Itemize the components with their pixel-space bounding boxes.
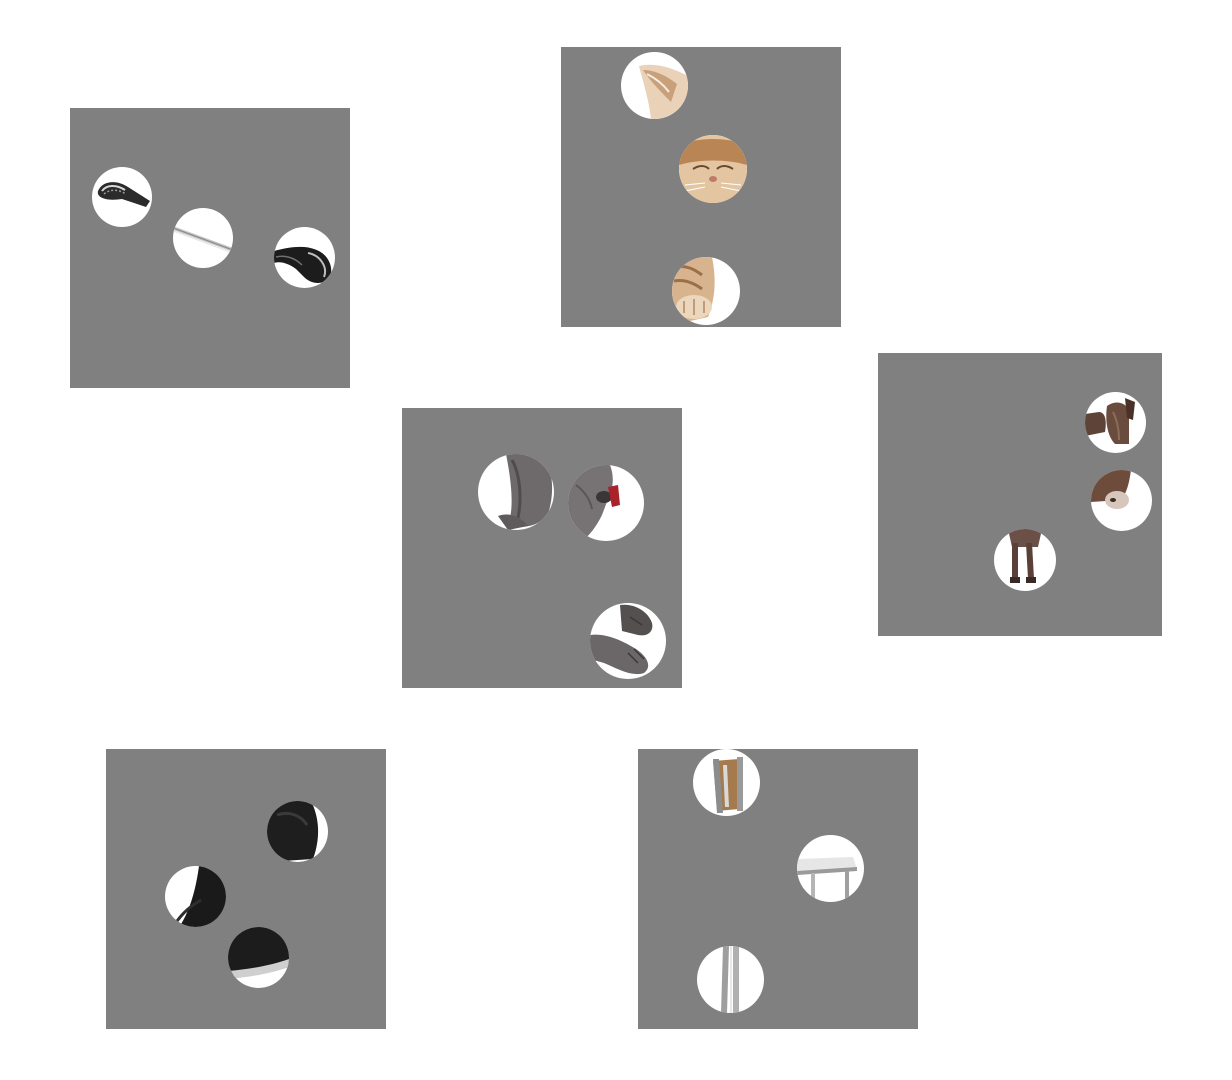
shoe-side-icon [173,866,226,927]
chair-back-icon [713,757,743,813]
chair-leg-disc[interactable] [697,946,764,1013]
shoe-sole-disc[interactable] [228,927,289,988]
donkey-ears-icon [1085,398,1135,444]
spoon-handle-disc[interactable] [173,208,233,268]
cat-ear-disc[interactable] [621,52,688,119]
chair-back-disc[interactable] [693,749,760,816]
chair-seat-disc[interactable] [797,835,864,902]
shoe-side-disc[interactable] [165,866,226,927]
donkey-legs-disc[interactable] [994,529,1056,591]
shoe-heel-icon [267,801,319,862]
shoe-sole-icon [228,927,289,979]
dog-ear-icon [498,454,553,530]
dog-nose-disc[interactable] [568,465,644,541]
spoon-handle-icon [173,226,233,254]
dog-paws-disc[interactable] [590,603,666,679]
cat-face-icon [679,135,747,203]
puzzle-panel-donkey [878,353,1162,636]
cat-face-disc[interactable] [679,135,747,203]
donkey-muzzle-icon [1091,470,1131,509]
cat-paw-icon [672,257,715,325]
chair-leg-icon [721,946,739,1013]
cat-paw-disc[interactable] [672,257,740,325]
cat-ear-icon [639,64,688,119]
dog-paws-icon [590,604,653,675]
puzzle-panel-spoon [70,108,350,388]
spoon-bowl-disc[interactable] [274,227,335,288]
puzzle-panel-dog [402,408,682,688]
spoon-tip-icon [97,182,150,207]
spoon-bowl-icon [274,246,332,283]
donkey-ears-disc[interactable] [1085,392,1146,453]
chair-seat-icon [797,857,857,902]
puzzle-panel-shoe [106,749,386,1029]
shoe-heel-disc[interactable] [267,801,328,862]
donkey-muzzle-disc[interactable] [1091,470,1152,531]
dog-ear-disc[interactable] [478,454,554,530]
puzzle-panel-chair [638,749,918,1029]
puzzle-panel-cat [561,47,841,327]
dog-nose-icon [568,465,620,541]
spoon-tip-disc[interactable] [92,167,152,227]
donkey-legs-icon [1008,529,1042,583]
